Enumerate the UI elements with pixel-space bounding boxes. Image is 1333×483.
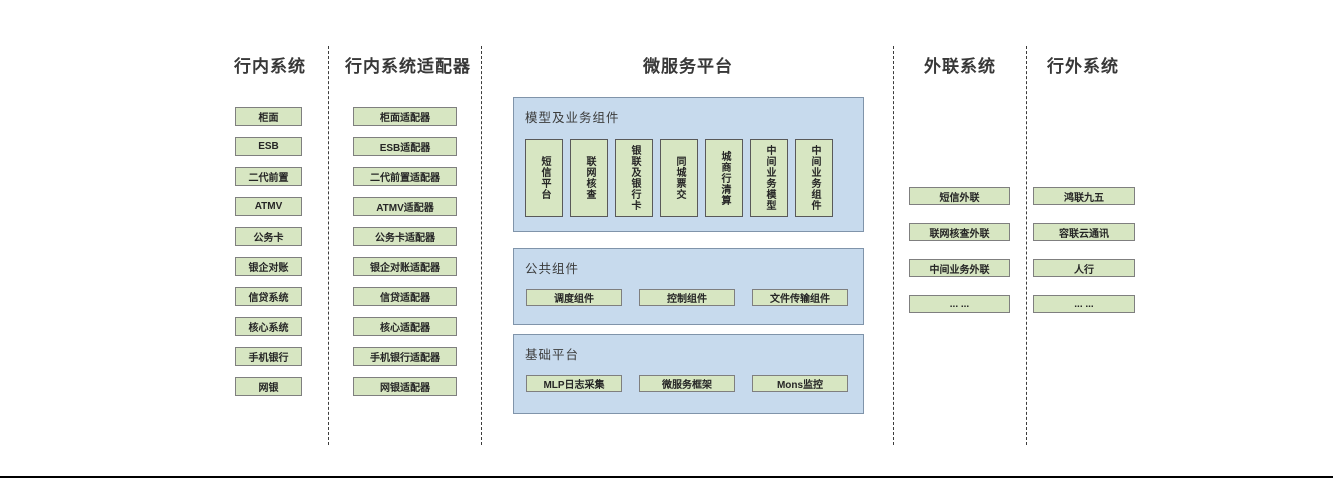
- column-header-internal-adapters: 行内系统适配器: [345, 57, 471, 76]
- internal-system-box: 二代前置: [235, 167, 302, 186]
- common-components-list: 调度组件控制组件文件传输组件: [526, 289, 848, 306]
- external-system-box: 联网核查外联: [909, 223, 1010, 241]
- column-header-outside-systems: 行外系统: [1047, 57, 1119, 76]
- model-component-box: 联网核查: [570, 139, 608, 217]
- adapter-box: 手机银行适配器: [353, 347, 457, 366]
- panel-title-base-platform: 基础平台: [525, 348, 580, 362]
- external-link-systems-list: 短信外联联网核查外联中间业务外联 ... ...: [909, 187, 1010, 313]
- internal-system-box: ATMV: [235, 197, 302, 216]
- column-separator: [328, 46, 329, 445]
- model-component-box: 城商行清算: [705, 139, 743, 217]
- column-header-external-link-systems: 外联系统: [924, 57, 996, 76]
- column-separator: [481, 46, 482, 445]
- external-system-box: 短信外联: [909, 187, 1010, 205]
- outside-system-box: ... ...: [1033, 295, 1135, 313]
- common-component-box: 文件传输组件: [752, 289, 848, 306]
- model-component-box: 中间业务模型: [750, 139, 788, 217]
- adapter-box: 公务卡适配器: [353, 227, 457, 246]
- adapter-box: 信贷适配器: [353, 287, 457, 306]
- internal-system-box: 公务卡: [235, 227, 302, 246]
- bottom-divider-line: [0, 476, 1333, 478]
- internal-system-box: 柜面: [235, 107, 302, 126]
- model-component-box: 中间业务组件: [795, 139, 833, 217]
- internal-system-box: ESB: [235, 137, 302, 156]
- model-component-box: 短信平台: [525, 139, 563, 217]
- common-components-panel: 公共组件 调度组件控制组件文件传输组件: [513, 248, 864, 325]
- column-header-microservice-platform: 微服务平台: [643, 57, 733, 76]
- base-platform-box: Mons监控: [752, 375, 848, 392]
- column-separator: [893, 46, 894, 445]
- adapter-box: 柜面适配器: [353, 107, 457, 126]
- internal-system-box: 核心系统: [235, 317, 302, 336]
- internal-systems-list: 柜面 ESB 二代前置 ATMV 公务卡银企对账信贷系统核心系统手机银行网银: [235, 107, 302, 396]
- panel-title-model-components: 模型及业务组件: [525, 111, 620, 125]
- outside-systems-list: 鸿联九五容联云通讯人行 ... ...: [1033, 187, 1135, 313]
- base-platform-box: MLP日志采集: [526, 375, 622, 392]
- internal-system-box: 手机银行: [235, 347, 302, 366]
- adapter-box: ATMV适配器: [353, 197, 457, 216]
- common-component-box: 调度组件: [526, 289, 622, 306]
- model-components-list: 短信平台联网核查银联及银行卡同城票交城商行清算中间业务模型中间业务组件: [525, 139, 833, 217]
- base-platform-panel: 基础平台 MLP日志采集微服务框架 Mons监控: [513, 334, 864, 414]
- internal-adapters-list: 柜面适配器 ESB适配器二代前置适配器 ATMV适配器公务卡适配器银企对账适配器信贷…: [353, 107, 457, 396]
- adapter-box: 银企对账适配器: [353, 257, 457, 276]
- model-component-box: 同城票交: [660, 139, 698, 217]
- internal-system-box: 信贷系统: [235, 287, 302, 306]
- internal-system-box: 银企对账: [235, 257, 302, 276]
- column-separator: [1026, 46, 1027, 445]
- outside-system-box: 人行: [1033, 259, 1135, 277]
- external-system-box: ... ...: [909, 295, 1010, 313]
- adapter-box: 二代前置适配器: [353, 167, 457, 186]
- panel-title-common-components: 公共组件: [525, 262, 580, 276]
- common-component-box: 控制组件: [639, 289, 735, 306]
- adapter-box: ESB适配器: [353, 137, 457, 156]
- external-system-box: 中间业务外联: [909, 259, 1010, 277]
- column-header-internal-systems: 行内系统: [234, 57, 306, 76]
- adapter-box: 网银适配器: [353, 377, 457, 396]
- internal-system-box: 网银: [235, 377, 302, 396]
- base-platform-box: 微服务框架: [639, 375, 735, 392]
- outside-system-box: 容联云通讯: [1033, 223, 1135, 241]
- adapter-box: 核心适配器: [353, 317, 457, 336]
- model-business-components-panel: 模型及业务组件 短信平台联网核查银联及银行卡同城票交城商行清算中间业务模型中间业…: [513, 97, 864, 232]
- model-component-box: 银联及银行卡: [615, 139, 653, 217]
- base-platform-list: MLP日志采集微服务框架 Mons监控: [526, 375, 848, 392]
- outside-system-box: 鸿联九五: [1033, 187, 1135, 205]
